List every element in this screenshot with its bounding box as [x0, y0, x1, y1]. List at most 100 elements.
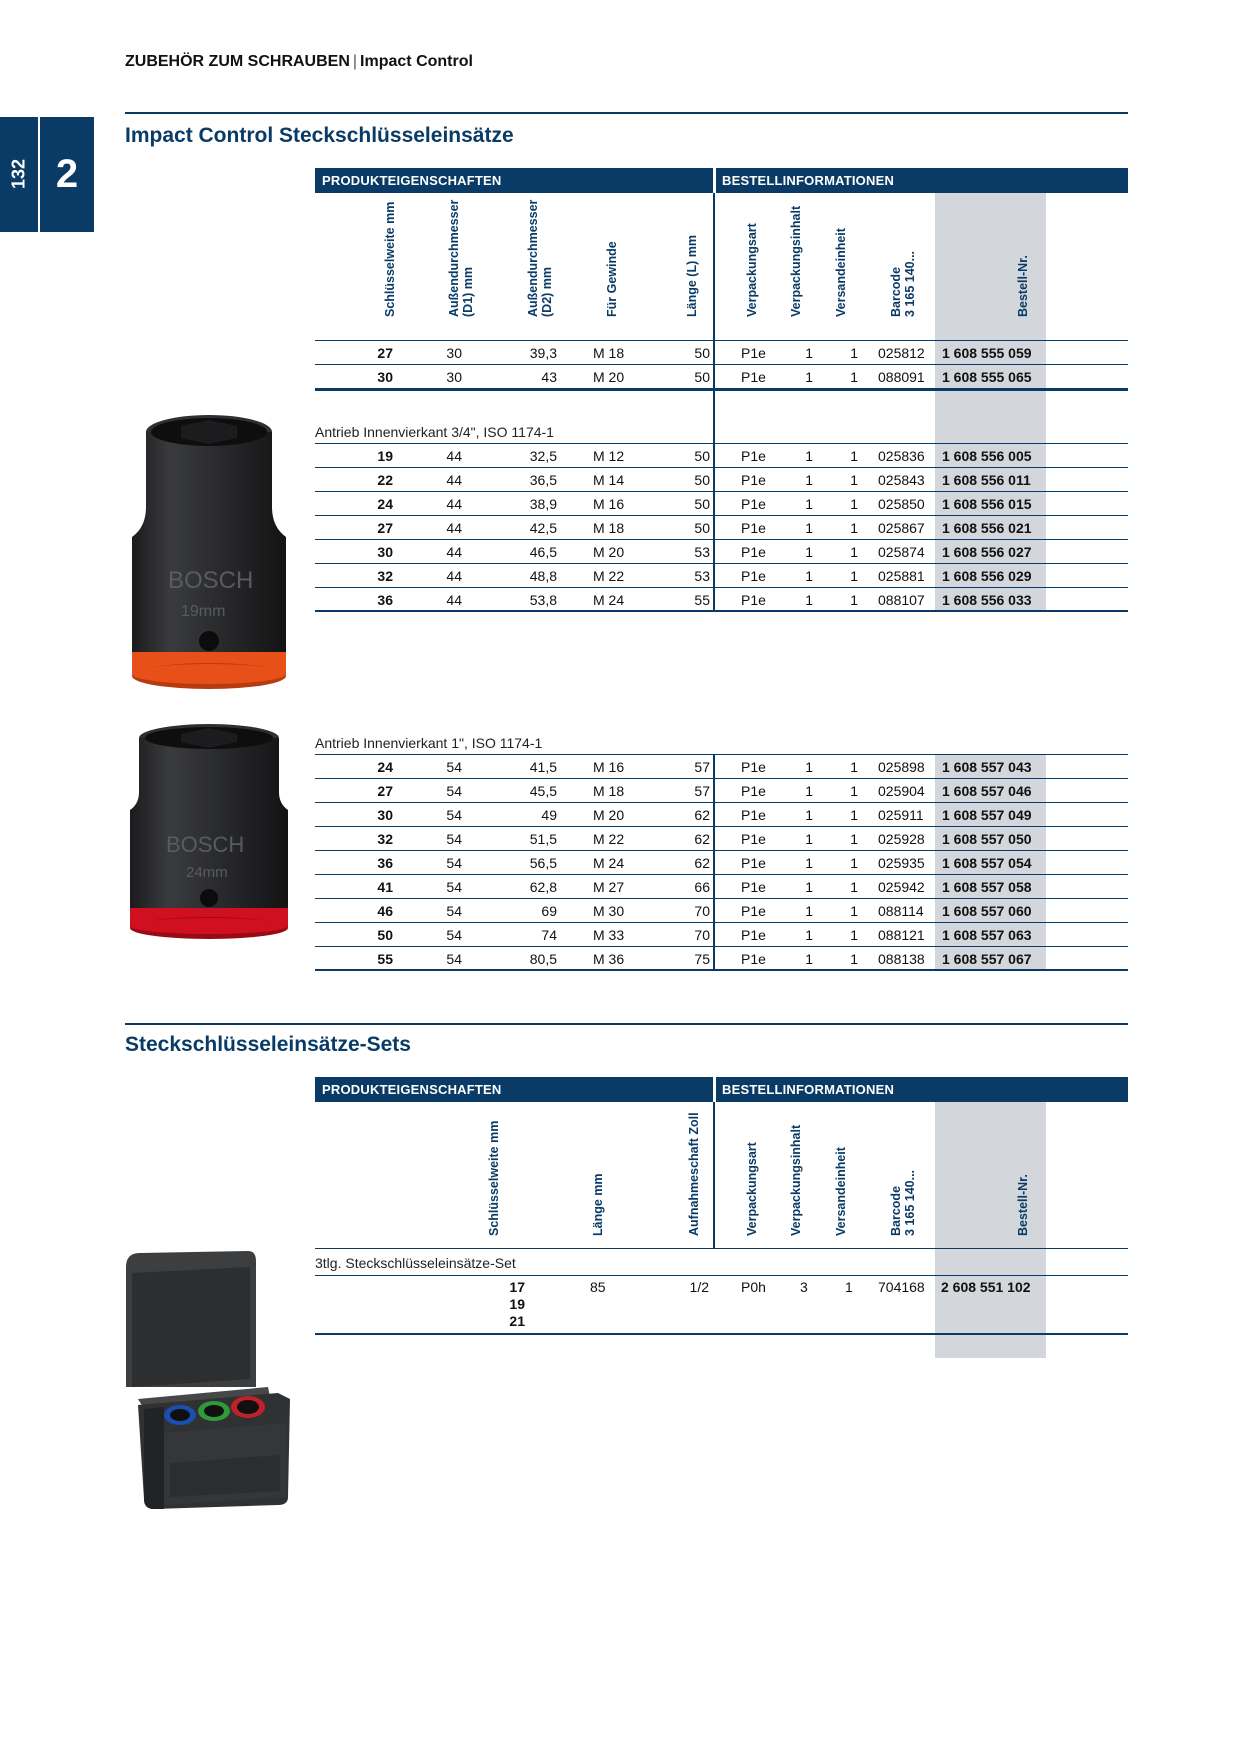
cell-thread: M 16 — [593, 496, 625, 512]
cell-d1: 54 — [446, 759, 462, 775]
header-order-number: Bestell-Nr. — [1016, 255, 1030, 317]
cell-order-number: 1 608 556 015 — [942, 496, 1032, 512]
socket-size-text: 19mm — [181, 603, 225, 620]
socket-table: PRODUKTEIGENSCHAFTEN BESTELLINFORMATIONE… — [315, 168, 1128, 971]
header-barcode-line1: Barcode — [889, 266, 903, 317]
cell-d1: 54 — [446, 927, 462, 943]
cell-pack-type: P1e — [741, 592, 766, 608]
cell-order-number: 1 608 557 049 — [942, 807, 1032, 823]
cell-thread: M 20 — [593, 807, 625, 823]
cell-thread: M 24 — [593, 592, 625, 608]
cell-order-number: 1 608 556 011 — [942, 472, 1031, 488]
cell-shipping-unit: 1 — [850, 783, 858, 799]
cell-order-number: 1 608 556 027 — [942, 544, 1032, 560]
cell-length: 70 — [694, 903, 710, 919]
cell-barcode: 025881 — [878, 568, 925, 584]
cell-pack-content: 1 — [805, 345, 813, 361]
cell-pack-type: P1e — [741, 807, 766, 823]
cell-barcode: 025850 — [878, 496, 925, 512]
cell-d2: 46,5 — [529, 544, 557, 560]
cell-d1: 44 — [446, 448, 462, 464]
cell-key-size: 27 — [377, 520, 393, 536]
chapter-number: 2 — [55, 152, 79, 196]
cell-barcode: 704168 — [878, 1279, 925, 1295]
cell-pack-type: P1e — [741, 903, 766, 919]
cell-pack-content: 1 — [805, 879, 813, 895]
table-header: Schlüsselweite mm Außendurchmesser (D1) … — [315, 193, 1128, 343]
cell-shipping-unit: 1 — [850, 759, 858, 775]
header-d1-line1: Außendurchmesser — [447, 199, 461, 317]
cell-d2: 36,5 — [529, 472, 557, 488]
cell-pack-type: P0h — [741, 1279, 766, 1295]
cell-pack-type: P1e — [741, 544, 766, 560]
cell-pack-type: P1e — [741, 783, 766, 799]
cell-order-number: 1 608 557 067 — [942, 951, 1032, 967]
cell-d2: 53,8 — [529, 592, 557, 608]
cell-length: 50 — [694, 448, 710, 464]
cell-shipping-unit: 1 — [850, 592, 858, 608]
header-barcode-line1: Barcode — [889, 1185, 903, 1236]
row-rule — [315, 539, 1128, 540]
cell-key-size: 36 — [377, 855, 393, 871]
socket-brand-text: BOSCH — [166, 832, 244, 857]
cell-length: 66 — [694, 879, 710, 895]
header-pack-content: Verpackungsinhalt — [789, 1124, 803, 1236]
cell-key-size: 30 — [377, 807, 393, 823]
row-rule — [315, 364, 1128, 365]
cell-thread: M 20 — [593, 369, 625, 385]
cell-key-size: 32 — [377, 831, 393, 847]
order-number-column-bg — [935, 444, 1046, 612]
cell-shipping-unit: 1 — [850, 520, 858, 536]
cell-shipping-unit: 1 — [850, 345, 858, 361]
cell-length: 50 — [694, 520, 710, 536]
column-divider — [713, 193, 715, 509]
cell-order-number: 2 608 551 102 — [941, 1279, 1031, 1295]
cell-thread: M 33 — [593, 927, 625, 943]
cell-d1: 44 — [446, 472, 462, 488]
cell-length: 57 — [694, 759, 710, 775]
cell-barcode: 088114 — [878, 903, 924, 919]
chapter-tab: 132 2 — [0, 117, 94, 232]
row-rule — [315, 946, 1128, 947]
cell-key-size: 22 — [377, 472, 393, 488]
cell-pack-type: P1e — [741, 448, 766, 464]
table-header: Schlüsselweite mm Länge mm Aufnahmeschaf… — [315, 1102, 1128, 1248]
table-band: PRODUKTEIGENSCHAFTEN BESTELLINFORMATIONE… — [315, 168, 1128, 193]
column-divider — [713, 755, 715, 971]
cell-length: 55 — [694, 592, 710, 608]
cell-d2: 42,5 — [529, 520, 557, 536]
header-barcode-line2: 3 165 140... — [903, 1169, 917, 1236]
cell-barcode: 025867 — [878, 520, 925, 536]
cell-key-size: 36 — [377, 592, 393, 608]
cell-order-number: 1 608 555 059 — [942, 345, 1032, 361]
header-rule — [315, 340, 1128, 341]
cell-shipping-unit: 1 — [850, 927, 858, 943]
cell-barcode: 088138 — [878, 951, 925, 967]
section2-title: Steckschlüsseleinsätze-Sets — [125, 1033, 411, 1056]
set-caption: 3tlg. Steckschlüsseleinsätze-Set — [315, 1255, 516, 1271]
column-divider — [713, 444, 715, 612]
cell-pack-type: P1e — [741, 927, 766, 943]
socket-size-text: 24mm — [186, 864, 228, 881]
cell-length: 57 — [694, 783, 710, 799]
cell-key-size: 19 — [377, 448, 393, 464]
tab-divider — [38, 117, 40, 232]
cell-key-size: 55 — [377, 951, 393, 967]
header-pack-content: Verpackungsinhalt — [789, 205, 803, 317]
header-d2-line1: Außendurchmesser — [526, 199, 540, 317]
band-product-properties: PRODUKTEIGENSCHAFTEN — [315, 1077, 713, 1102]
cell-d1: 54 — [446, 855, 462, 871]
cell-length: 50 — [694, 345, 710, 361]
row-rule — [315, 467, 1128, 468]
caption-rule — [315, 1275, 1128, 1276]
cell-length: 75 — [694, 951, 710, 967]
socket-3-4-image: BOSCH 19mm — [132, 415, 286, 689]
cell-barcode: 025928 — [878, 831, 925, 847]
cell-order-number: 1 608 555 065 — [942, 369, 1032, 385]
cell-thread: M 27 — [593, 879, 625, 895]
